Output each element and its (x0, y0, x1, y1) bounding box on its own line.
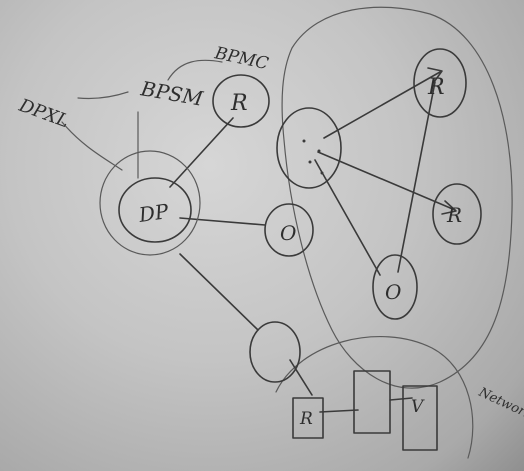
label-bpsm: BPSM (138, 76, 205, 111)
cluster-boundary (281, 6, 513, 389)
node-label-r-top-right: R (427, 75, 445, 100)
node-r-top-right (413, 48, 467, 118)
label-connector-bpmc (167, 59, 223, 81)
node-label-o-bottom-right: O (385, 280, 401, 304)
node-label-r-network: R (299, 409, 313, 429)
cluster-dot (320, 171, 324, 175)
edge-dp-to-o-middle (179, 217, 266, 226)
network-node-boundary (275, 336, 474, 459)
node-label-dp: DP (136, 199, 170, 227)
arrowhead-r-top-right (427, 67, 443, 83)
node-label-r-top-left: R (230, 91, 248, 116)
arrowhead-r-right (441, 200, 457, 215)
node-dp-center-inner (118, 177, 192, 243)
node-label-r-right: R (446, 203, 462, 227)
edge-network-link-2 (389, 397, 413, 401)
label-connector-dpxl (61, 121, 123, 171)
edge-center-to-r-top-right (323, 71, 441, 139)
cluster-dot (302, 139, 306, 143)
edge-center-to-r-right (317, 151, 456, 211)
label-dpxl: DPXL (15, 95, 71, 133)
label-network-node: Network Node (475, 385, 524, 440)
edge-o-bottom-to-r-top-right (397, 81, 436, 273)
node-dp-center-outer (99, 150, 201, 256)
network-box-v (402, 385, 438, 451)
cluster-dot (317, 149, 321, 153)
label-connector-bpsm-2 (77, 91, 129, 100)
edge-center-to-o-bottom (314, 159, 381, 276)
edge-lower-to-network (289, 359, 313, 396)
node-lower (249, 321, 301, 383)
edge-dp-to-lower-node (179, 253, 259, 331)
network-box-middle (353, 370, 391, 434)
node-o-middle (264, 203, 314, 257)
node-o-bottom-right (372, 254, 418, 320)
node-center-cluster (276, 107, 342, 189)
node-r-top-left (212, 74, 270, 128)
network-box-r (292, 397, 324, 439)
node-label-v-network: V (411, 397, 425, 417)
label-bpmc: BPMC (212, 43, 270, 74)
edge-dp-to-r-top-left (169, 117, 234, 188)
node-r-right (432, 183, 482, 245)
cluster-dot (308, 160, 312, 164)
node-label-o-middle: O (280, 221, 296, 245)
edge-network-link (319, 409, 359, 413)
